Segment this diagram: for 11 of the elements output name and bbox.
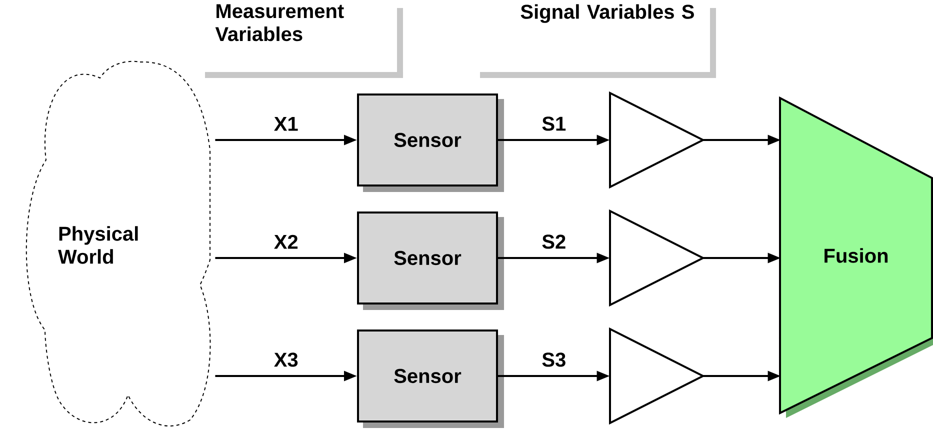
edge-label: S1: [540, 116, 568, 132]
cloud: Physical World: [26, 60, 211, 426]
edge-label: S3: [540, 352, 568, 368]
edge-label: X3: [272, 352, 300, 368]
sensor-box: Sensor: [357, 212, 504, 310]
edge-label: X1: [272, 116, 300, 132]
sensor-box: Sensor: [357, 94, 504, 192]
edge-label: S2: [540, 234, 568, 250]
header-label: Signal Variables S: [480, 4, 716, 78]
edge-label: X2: [272, 234, 300, 250]
sensor-box: Sensor: [357, 330, 504, 428]
